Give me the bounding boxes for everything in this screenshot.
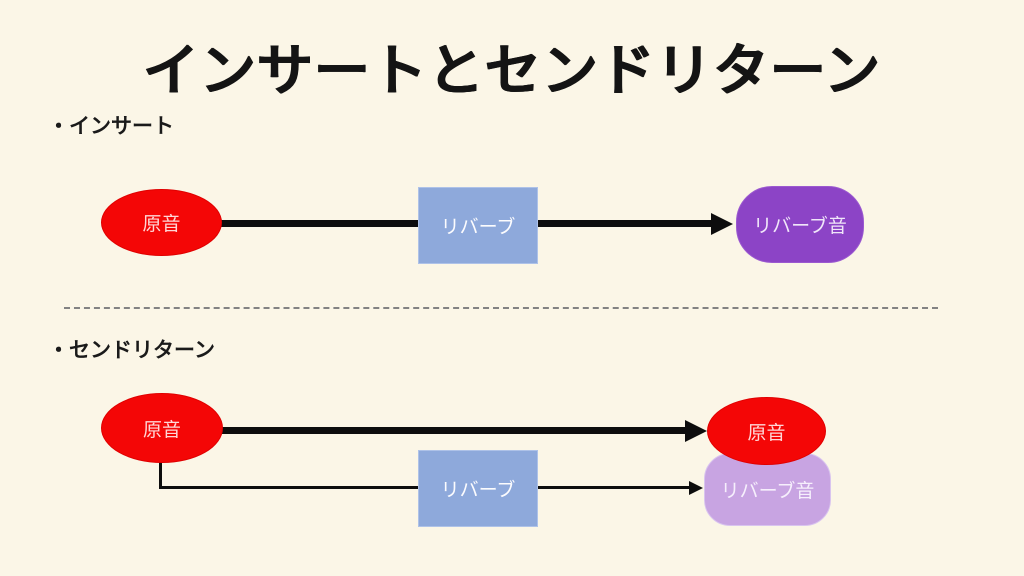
insert-section-label: ・インサート [48, 114, 174, 138]
insert-source-ellipse: 原音 [101, 189, 222, 256]
insert-effect-box: リバーブ [418, 187, 538, 264]
insert-connector-effect-to-output [536, 220, 713, 227]
send-return-dry-arrowhead-icon [685, 419, 707, 442]
send-return-wet-arrowhead-icon [689, 480, 703, 495]
send-return-send-elbow-vertical [159, 455, 162, 489]
send-return-dry-output-ellipse: 原音 [707, 397, 826, 465]
insert-output-pill: リバーブ音 [736, 186, 864, 263]
send-return-effect-box: リバーブ [418, 450, 538, 527]
section-divider [64, 307, 938, 309]
send-return-dry-connector [198, 427, 686, 434]
send-return-wet-output-pill: リバーブ音 [704, 453, 831, 526]
slide-title: インサートとセンドリターン [142, 39, 882, 104]
insert-connector-source-to-effect [198, 220, 422, 227]
send-return-section-label: ・センドリターン [48, 338, 215, 362]
insert-arrowhead-icon [711, 212, 733, 235]
send-return-source-ellipse: 原音 [101, 393, 223, 463]
